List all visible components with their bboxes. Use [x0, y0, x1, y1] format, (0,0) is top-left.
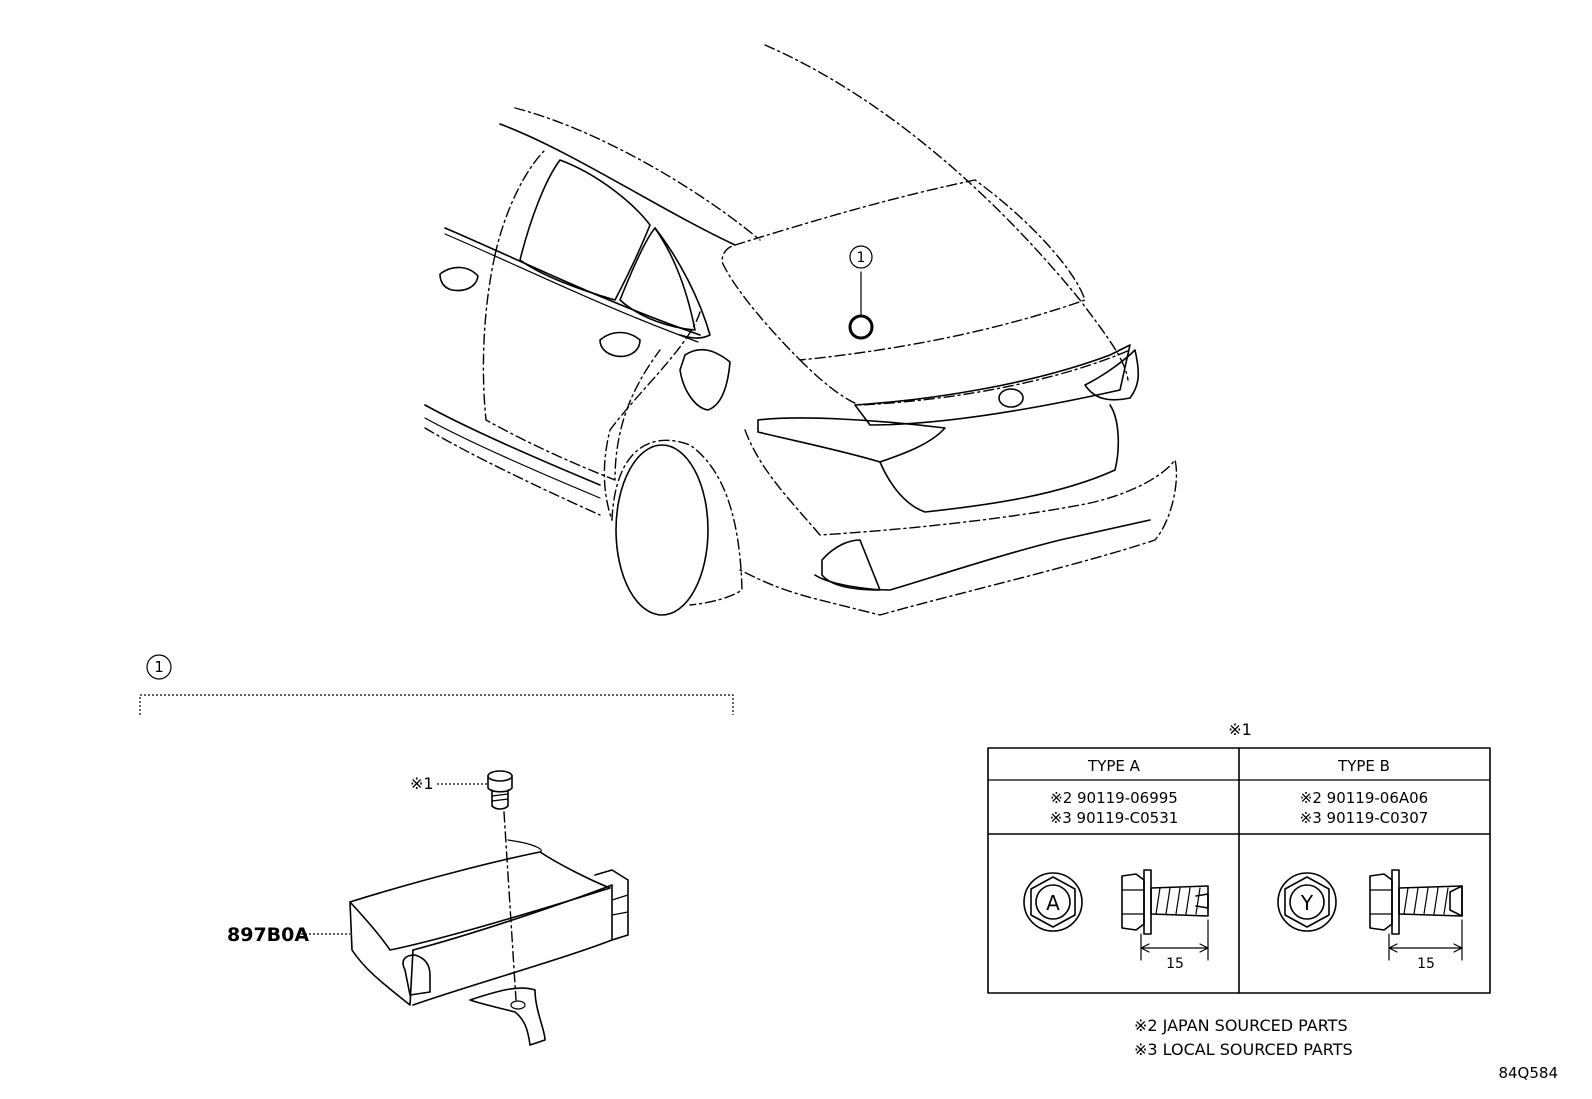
- section-detail: 1 ※1 897B0A: [139, 654, 734, 1046]
- car-roof-rail: [499, 123, 736, 246]
- rear-bumper: [739, 429, 1178, 616]
- bolt-axis: [503, 811, 517, 1001]
- section-number: 1: [154, 658, 164, 676]
- quarter-window: [619, 227, 696, 331]
- type-a-local-part: ※3 90119-C0531: [1050, 809, 1179, 827]
- rear-spoiler: [854, 344, 1131, 426]
- right-taillight: [1084, 349, 1140, 401]
- rear-emblem: [998, 388, 1024, 408]
- left-taillight: [757, 417, 946, 463]
- rear-door-window: [519, 159, 651, 301]
- type-b-bolt-side-icon: [1369, 869, 1463, 961]
- type-b-head-mark: Y: [1300, 891, 1314, 915]
- side-sill-lower: [424, 417, 601, 499]
- callout-circle: [849, 245, 873, 269]
- type-b-japan-part: ※2 90119-06A06: [1300, 789, 1428, 807]
- car-illustration: 1: [424, 44, 1178, 616]
- table-title: ※1: [1228, 720, 1252, 739]
- rocker-panel: [424, 427, 601, 516]
- rear-quarter: [603, 311, 701, 521]
- type-b-bolt-head-icon: [1277, 872, 1337, 932]
- bolt-note: ※1: [410, 774, 434, 793]
- type-b-length: 15: [1417, 956, 1435, 972]
- type-a-length: 15: [1166, 956, 1184, 972]
- b-pillar: [494, 149, 546, 256]
- license-plate-recess: [879, 404, 1120, 513]
- type-a-header: TYPE A: [1087, 757, 1141, 775]
- part-number: 897B0A: [227, 924, 309, 946]
- note-local-sourced: ※3 LOCAL SOURCED PARTS: [1134, 1040, 1353, 1059]
- rear-window: [721, 179, 1086, 361]
- beltline-inner: [444, 233, 699, 343]
- type-b-header: TYPE B: [1337, 757, 1390, 775]
- bumper-lower-trim: [814, 519, 1151, 591]
- bolt-type-table: ※1 TYPE A ※2 90119-06995 ※3 90119-C0531 …: [987, 720, 1491, 994]
- wheel-arch: [611, 439, 743, 606]
- c-pillar: [654, 227, 711, 339]
- rear-door: [482, 254, 661, 481]
- rear-wheel: [615, 444, 709, 616]
- module-icon: [349, 839, 629, 1046]
- rear-window-antenna-location: [848, 314, 874, 340]
- type-a-bolt-side-icon: [1121, 869, 1209, 961]
- callout-number: 1: [857, 250, 866, 266]
- car-roof-outline: [764, 44, 1129, 381]
- beltline: [444, 227, 701, 336]
- note-japan-sourced: ※2 JAPAN SOURCED PARTS: [1134, 1016, 1348, 1035]
- notes: ※2 JAPAN SOURCED PARTS ※3 LOCAL SOURCED …: [1134, 1016, 1353, 1059]
- front-door-handle: [439, 266, 479, 292]
- fuel-door: [679, 348, 731, 411]
- type-a-bolt-head-icon: [1023, 872, 1083, 932]
- rear-door-handle: [599, 331, 641, 358]
- side-sill: [424, 404, 601, 486]
- trunk-lid: [799, 349, 1131, 406]
- type-a-head-mark: A: [1046, 891, 1060, 915]
- section-bracket: [139, 694, 734, 715]
- bumper-reflector: [821, 539, 881, 591]
- diagram-code: 84Q584: [1498, 1064, 1558, 1082]
- section-number-circle: [146, 654, 172, 680]
- type-b-local-part: ※3 90119-C0307: [1300, 809, 1429, 827]
- bolt-icon: [487, 770, 513, 810]
- car-upper-body: [514, 107, 761, 241]
- type-a-japan-part: ※2 90119-06995: [1050, 789, 1178, 807]
